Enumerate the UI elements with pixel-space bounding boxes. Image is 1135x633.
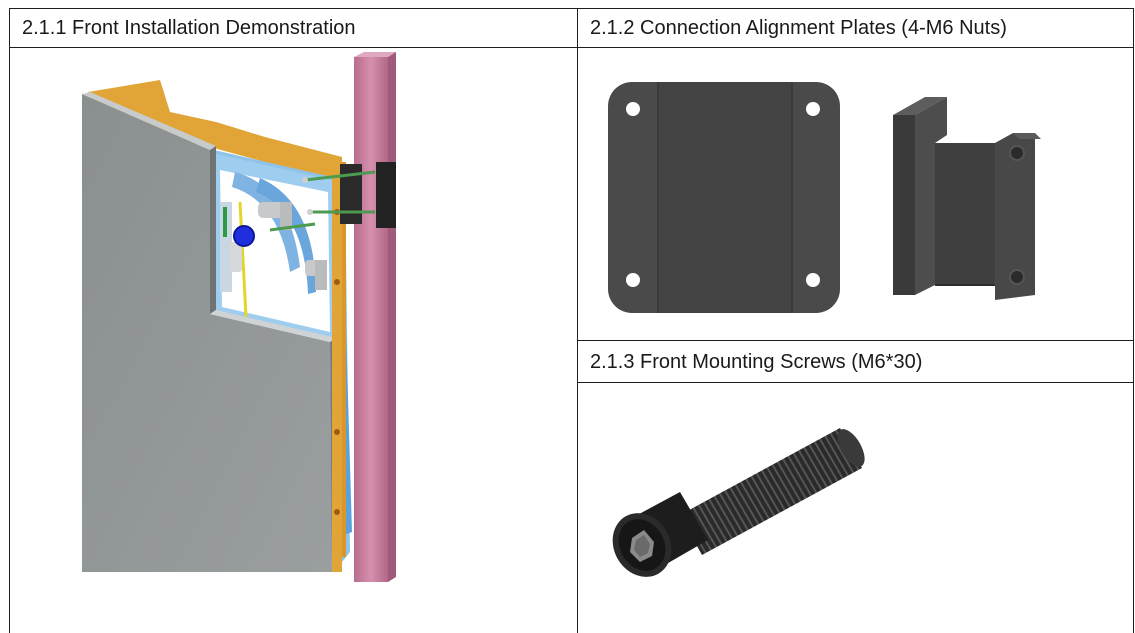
right-middle-divider [577,340,1134,341]
led-panel-face [82,92,338,572]
bent-alignment-plate-image [893,97,1041,300]
blue-locking-knob [233,225,255,247]
table-left-border [9,8,10,633]
screw-thread [680,428,865,555]
table-column-divider [577,8,578,633]
cabinet-opening [208,152,342,342]
flat-alignment-plate-image [608,82,840,313]
table-top-border [9,8,1134,9]
mounting-screws-header: 2.1.3 Front Mounting Screws (M6*30) [590,351,923,373]
header-row-divider [9,47,1134,48]
right-subheader-divider [577,382,1134,383]
front-installation-illustration [82,52,396,582]
support-column [354,52,396,582]
front-installation-header: 2.1.1 Front Installation Demonstration [22,17,356,39]
mounting-screw-image [612,428,865,577]
screw-head [612,492,708,577]
table-right-border [1133,8,1134,633]
mounted-alignment-plate [269,162,396,232]
alignment-plates-header: 2.1.2 Connection Alignment Plates (4-M6 … [590,17,1007,39]
